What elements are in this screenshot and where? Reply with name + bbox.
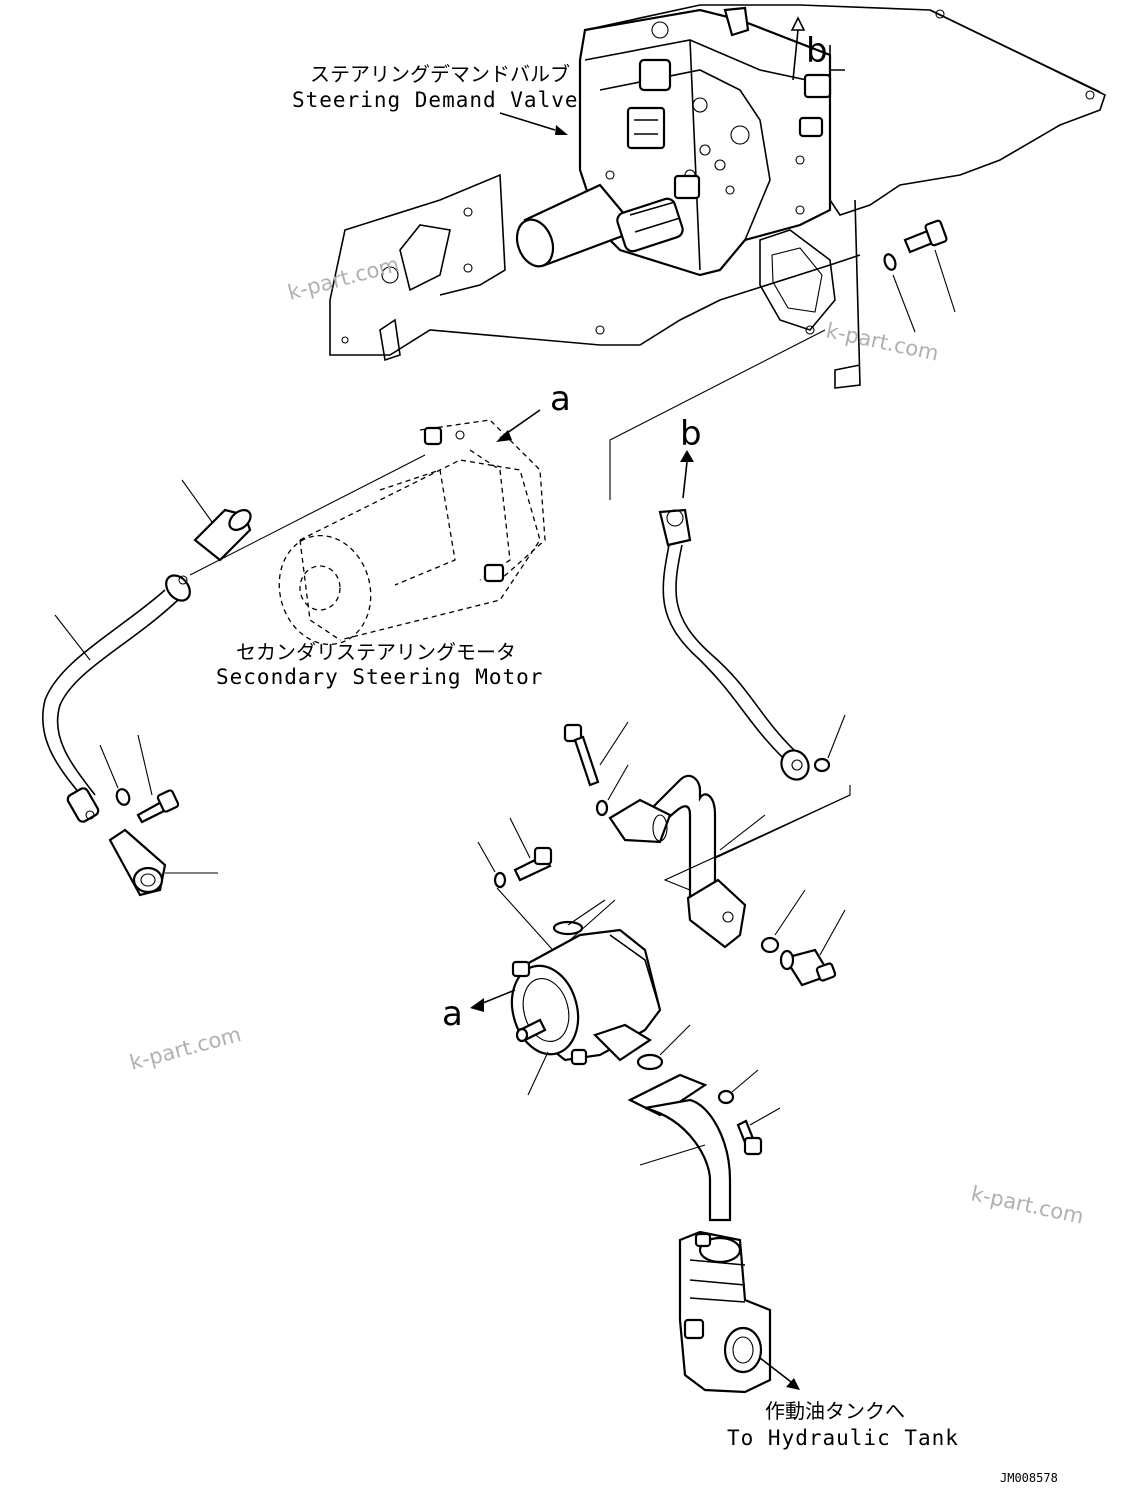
pressure-sensor	[760, 889, 846, 987]
drawing-code: JM008578	[1000, 1471, 1058, 1485]
gear-pump	[510, 899, 662, 1096]
pump-mounting-bolt	[477, 817, 561, 959]
arrow-a-top	[496, 409, 541, 442]
callout-b-mid: b	[680, 414, 702, 454]
leader-a	[609, 329, 826, 500]
bracket-bolt	[563, 721, 629, 817]
motor-label-jp: セカンダリステアリングモータ	[236, 640, 516, 664]
hose-clamp-bolt	[99, 734, 180, 824]
hose-assembly-left	[42, 574, 191, 823]
secondary-steering-motor	[278, 419, 546, 646]
arrow-a-bottom	[470, 989, 516, 1012]
hydraulic-fitting	[678, 1230, 800, 1394]
valve-mounting-bolt	[883, 219, 956, 333]
hose-assembly-b	[658, 450, 851, 871]
watermark: k-part.com	[969, 1181, 1086, 1228]
arrow-b-top	[499, 16, 806, 135]
watermark: k-part.com	[285, 252, 402, 305]
tank-label-en: To Hydraulic Tank	[727, 1426, 959, 1450]
tank-label-jp: 作動油タンクへ	[765, 1399, 905, 1423]
watermark: k-part.com	[824, 318, 941, 365]
hose-clamp	[108, 828, 218, 897]
suction-tube	[627, 1024, 781, 1222]
callout-a-top: a	[550, 379, 571, 419]
protective-cap	[181, 479, 252, 562]
pipe-tube-assembly	[608, 774, 851, 949]
motor-label-en: Secondary Steering Motor	[216, 665, 543, 689]
watermark: k-part.com	[127, 1022, 244, 1075]
steering-demand-valve	[515, 6, 832, 277]
demand-valve-label-en: Steering Demand Valve	[292, 88, 579, 112]
leader-a-2	[189, 454, 426, 576]
callout-b-top: b	[806, 31, 828, 71]
demand-valve-label-jp: ステアリングデマンドバルブ	[310, 62, 570, 86]
callout-a-bottom: a	[442, 994, 463, 1034]
